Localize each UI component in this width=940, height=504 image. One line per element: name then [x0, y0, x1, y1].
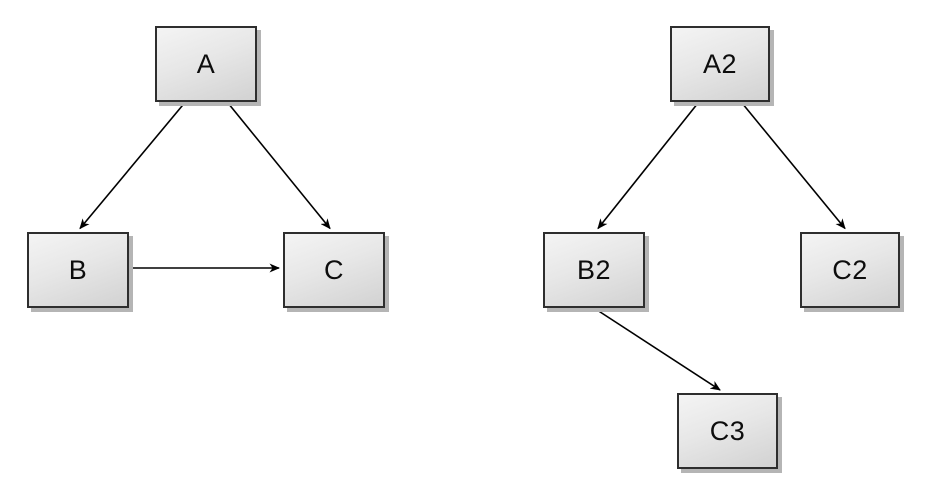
node-C2: C2: [800, 232, 900, 308]
edge-A-C: [227, 102, 331, 230]
node-A-label: A: [196, 48, 216, 79]
node-B-label: B: [68, 254, 88, 285]
node-A2: A2: [670, 26, 770, 102]
node-A2-label: A2: [702, 48, 738, 79]
node-C2-label: C2: [832, 254, 868, 285]
node-A: A: [155, 26, 257, 102]
node-C3: C3: [677, 393, 778, 469]
node-C: C: [283, 232, 385, 308]
node-C-label: C: [324, 254, 344, 285]
edge-A-B: [79, 102, 186, 230]
edge-B2-C3: [593, 307, 721, 391]
node-C3-label: C3: [709, 415, 746, 446]
edge-A2-B2: [597, 102, 699, 230]
edge-A2-C2: [741, 102, 846, 230]
node-B2-label: B2: [576, 254, 612, 285]
node-B2: B2: [543, 232, 645, 308]
node-B: B: [27, 232, 129, 308]
